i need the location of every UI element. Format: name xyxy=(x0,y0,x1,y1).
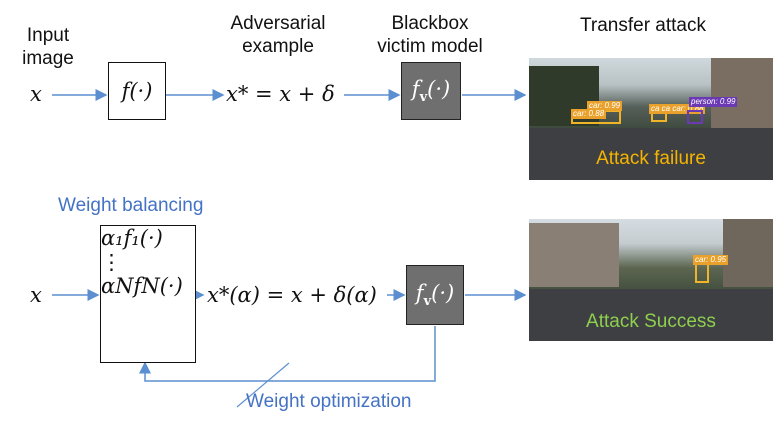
attack-success-caption: Attack Success xyxy=(586,311,716,332)
ensemble-first-model: α₁f₁(·) xyxy=(101,226,163,250)
ensemble-dots: ⋮ xyxy=(101,250,122,274)
adversarial-example-label: Adversarial example xyxy=(230,13,326,57)
surrogate-model-box: f(·) xyxy=(108,62,166,120)
detection-box xyxy=(695,263,709,283)
victim-sub-top: v xyxy=(419,90,428,106)
road-bottom xyxy=(529,289,773,341)
victim-model-box-top: fv(·) xyxy=(401,62,461,120)
input-variable-top: x xyxy=(30,82,42,106)
scene-attack-failure: car: 0.99 car: 0.88 ca ca car: 0.88 pers… xyxy=(529,58,773,180)
input-variable-bottom: x xyxy=(30,283,42,307)
weight-optimization-label: Weight optimization xyxy=(246,391,412,412)
adversarial-expression: x* = x + δ xyxy=(226,82,335,106)
ensemble-last-model: αNfN(·) xyxy=(101,274,183,298)
victim-fn-top: f xyxy=(411,76,420,101)
weighted-adversarial-expression: x*(α) = x + δ(α) xyxy=(207,283,377,307)
scene-attack-success: car: 0.95 Attack Success xyxy=(529,219,773,341)
road xyxy=(529,128,773,180)
victim-fn-bottom: f xyxy=(415,280,424,305)
victim-arg-bottom: (·) xyxy=(431,280,455,305)
blackbox-victim-label: Blackbox victim model xyxy=(377,13,483,57)
building-right xyxy=(711,58,773,128)
feedback-loop-path xyxy=(139,326,436,382)
building-right-bottom xyxy=(723,219,773,287)
surrogate-function: f(·) xyxy=(121,79,153,103)
attack-failure-caption: Attack failure xyxy=(596,148,706,169)
transfer-attack-label: Transfer attack xyxy=(579,15,706,36)
buildings-left xyxy=(529,223,619,287)
victim-function-top: fv(·) xyxy=(412,77,450,105)
detection-label-person: person: 0.99 xyxy=(689,97,738,107)
detection-label: car: 0.95 xyxy=(693,255,729,265)
victim-arg-top: (·) xyxy=(427,76,451,101)
victim-model-box-bottom: fv(·) xyxy=(406,265,464,325)
detection-box-person xyxy=(687,110,703,124)
detection-label: ca ca car: 0.88 xyxy=(649,104,706,114)
detection-label: car: 0.99 xyxy=(587,101,623,111)
ensemble-box: α₁f₁(·) ⋮ αNfN(·) xyxy=(100,225,196,363)
detection-label: car: 0.88 xyxy=(571,109,607,119)
weight-balancing-label: Weight balancing xyxy=(58,195,204,216)
victim-sub-bottom: v xyxy=(423,294,432,310)
victim-function-bottom: fv(·) xyxy=(416,281,454,309)
input-image-label: Input image xyxy=(22,25,74,69)
weight-optimization-pointer xyxy=(236,362,290,408)
